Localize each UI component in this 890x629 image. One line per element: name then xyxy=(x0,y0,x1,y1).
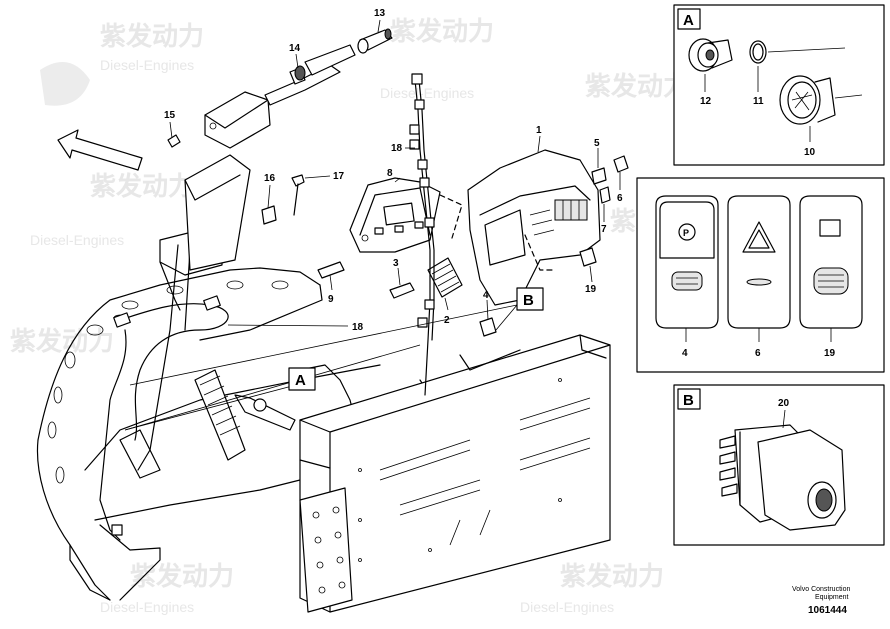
cab-frame xyxy=(36,229,431,601)
watermark-brand-cn: 紫发动力 xyxy=(560,561,664,591)
marker-a: A xyxy=(288,367,316,391)
callout-20: 20 xyxy=(778,398,790,409)
callout-2: 2 xyxy=(444,315,450,326)
direction-arrow-icon xyxy=(57,129,143,171)
callout-19: 19 xyxy=(585,284,597,295)
callout-16: 16 xyxy=(264,173,276,184)
callout-12: 12 xyxy=(700,96,712,107)
callout-5: 5 xyxy=(594,138,600,149)
footer-doc-number: 1061444 xyxy=(808,605,847,616)
callout-4: 4 xyxy=(483,290,489,301)
small-parts xyxy=(261,155,629,337)
footer: Volvo Construction Equipment 1061444 xyxy=(792,586,850,616)
svg-text:P: P xyxy=(683,228,689,238)
callout-6: 6 xyxy=(617,193,623,204)
switch-19-icon xyxy=(799,195,863,329)
instrument-cluster xyxy=(349,177,441,253)
watermark-brand-en: Diesel-Engines xyxy=(100,57,194,73)
rocker-switch-20-icon xyxy=(719,424,846,531)
watermark-brand-cn: 紫发动力 xyxy=(10,326,114,356)
marker-a-label: A xyxy=(295,372,306,389)
callout-19-detail: 19 xyxy=(824,348,836,359)
callout-3: 3 xyxy=(393,258,399,269)
watermark-brand-en: Diesel-Engines xyxy=(380,85,474,101)
callout-17: 17 xyxy=(333,171,345,182)
callout-18-upper: 18 xyxy=(391,143,403,154)
detail-b-panel: B 20 xyxy=(673,384,885,546)
watermark-brand-cn: 紫发动力 xyxy=(100,21,204,51)
wiring-harness-upper xyxy=(409,73,553,396)
callouts: 13 14 15 16 17 8 18 9 3 2 4 1 5 6 7 19 1… xyxy=(164,8,623,333)
callout-18-lower: 18 xyxy=(352,322,364,333)
callout-4-detail: 4 xyxy=(682,348,688,359)
callout-6-detail: 6 xyxy=(755,348,761,359)
footer-company: Volvo Construction xyxy=(792,586,850,593)
ring-11-icon xyxy=(749,40,846,64)
callout-9: 9 xyxy=(328,294,334,305)
dashboard-housing xyxy=(467,149,601,306)
marker-b: B xyxy=(516,287,544,311)
leader-lines xyxy=(124,19,621,431)
socket-12-icon xyxy=(688,38,733,72)
steering-column xyxy=(167,28,393,271)
callout-10: 10 xyxy=(804,147,816,158)
keypad xyxy=(317,257,463,299)
switch-4-icon: P xyxy=(655,195,719,329)
footer-line2: Equipment xyxy=(815,594,849,601)
callout-7: 7 xyxy=(601,224,607,235)
switches-detail-panel: P 4 6 19 xyxy=(636,177,885,373)
watermark-brand-cn: 紫发动力 xyxy=(585,71,689,101)
detail-a-panel: A 12 11 10 xyxy=(673,4,885,166)
gauge-10-icon xyxy=(779,75,863,125)
watermark-brand-en: Diesel-Engines xyxy=(520,599,614,615)
callout-13: 13 xyxy=(374,8,386,19)
switch-6-icon xyxy=(727,195,791,329)
watermark-brand-cn: 紫发动力 xyxy=(90,171,194,201)
callout-1: 1 xyxy=(536,125,542,136)
callout-8: 8 xyxy=(387,168,393,179)
watermark-logo-icon xyxy=(40,62,90,106)
marker-b-label: B xyxy=(523,292,534,309)
callout-11: 11 xyxy=(753,96,764,107)
side-console-panel xyxy=(299,334,611,613)
watermark-brand-en: Diesel-Engines xyxy=(30,232,124,248)
watermark-brand-cn: 紫发动力 xyxy=(390,16,494,46)
callout-14: 14 xyxy=(289,43,301,54)
watermark-brand-cn: 紫发动力 xyxy=(130,561,234,591)
detail-a-label: A xyxy=(683,12,694,29)
watermark-brand-en: Diesel-Engines xyxy=(100,599,194,615)
callout-15: 15 xyxy=(164,110,176,121)
detail-b-label: B xyxy=(683,392,694,409)
